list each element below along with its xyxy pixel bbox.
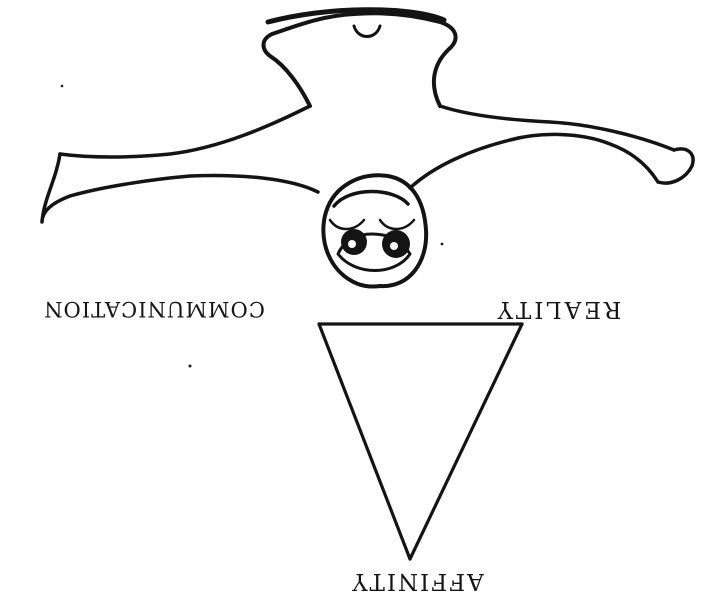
- hair-curl: [334, 192, 408, 207]
- eyebrow-lines: [330, 220, 414, 229]
- triangle-left-side: [410, 324, 522, 559]
- left-eye-highlight: [390, 242, 398, 250]
- triangle-right-side: [319, 324, 410, 559]
- stick-figure: [42, 10, 693, 287]
- arc-triangle: [319, 324, 522, 559]
- speck: [61, 85, 64, 88]
- left-hand: [658, 149, 693, 183]
- label-affinity: AFFINITY: [350, 568, 484, 594]
- right-arm-lower: [60, 106, 310, 157]
- label-reality: REALITY: [495, 296, 622, 322]
- figure-base: [264, 13, 456, 106]
- right-eye-highlight: [348, 240, 356, 248]
- right-hand: [42, 154, 70, 222]
- right-arm-upper: [70, 176, 318, 196]
- foot-notch: [354, 26, 380, 37]
- left-arm-upper: [410, 134, 658, 188]
- speck: [441, 243, 444, 246]
- label-communication: COMMUNICATION: [43, 297, 265, 321]
- figure-head: [323, 175, 426, 286]
- left-arm-lower: [440, 106, 674, 150]
- speck: [189, 365, 192, 368]
